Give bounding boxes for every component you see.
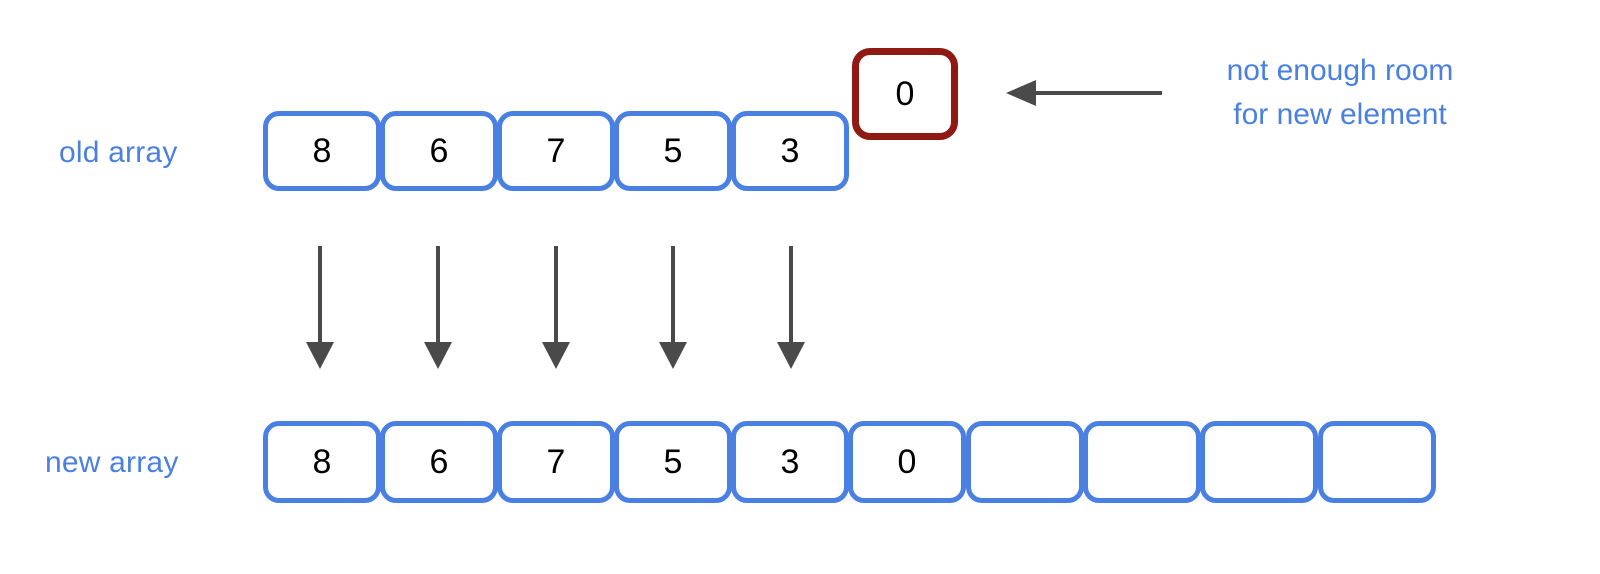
new-array-label: new array: [45, 446, 179, 479]
old-array-cell-3: 5: [614, 111, 732, 191]
new-array-cell-7: [1083, 421, 1201, 503]
cell-value: 8: [312, 442, 332, 481]
cell-value: 7: [546, 131, 566, 170]
annotation-line-2: for new element: [1233, 98, 1447, 131]
incoming-element-cell: 0: [852, 48, 958, 140]
cell-value: 6: [429, 131, 449, 170]
annotation-line-1: not enough room: [1226, 54, 1454, 87]
old-array-cell-2: 7: [497, 111, 615, 191]
new-array-cell-6: [966, 421, 1084, 503]
cell-value: 8: [312, 131, 332, 170]
new-array-cell-9: [1318, 421, 1436, 503]
new-array-cell-5: 0: [848, 421, 966, 503]
cell-value: 0: [897, 442, 917, 481]
new-array-cell-0: 8: [263, 421, 381, 503]
arrow-down-icon: [306, 246, 334, 369]
old-array-label: old array: [59, 136, 178, 169]
arrow-down-icon: [424, 246, 452, 369]
old-array-cell-4: 3: [731, 111, 849, 191]
arrow-down-icon: [542, 246, 570, 369]
old-array-cell-0: 8: [263, 111, 381, 191]
cell-value: 7: [546, 442, 566, 481]
new-array-cell-4: 3: [731, 421, 849, 503]
cell-value: 3: [780, 131, 800, 170]
cell-value: 6: [429, 442, 449, 481]
not-enough-room-annotation: not enough room for new element: [1190, 49, 1490, 137]
cell-value: 5: [663, 131, 683, 170]
new-array-cell-1: 6: [380, 421, 498, 503]
cell-value: 5: [663, 442, 683, 481]
new-array-cell-3: 5: [614, 421, 732, 503]
cell-value: 3: [780, 442, 800, 481]
new-array-cell-2: 7: [497, 421, 615, 503]
old-array-cell-1: 6: [380, 111, 498, 191]
new-array-cell-8: [1200, 421, 1318, 503]
cell-value: 0: [895, 74, 915, 113]
arrow-down-icon: [777, 246, 805, 369]
arrow-down-icon: [659, 246, 687, 369]
